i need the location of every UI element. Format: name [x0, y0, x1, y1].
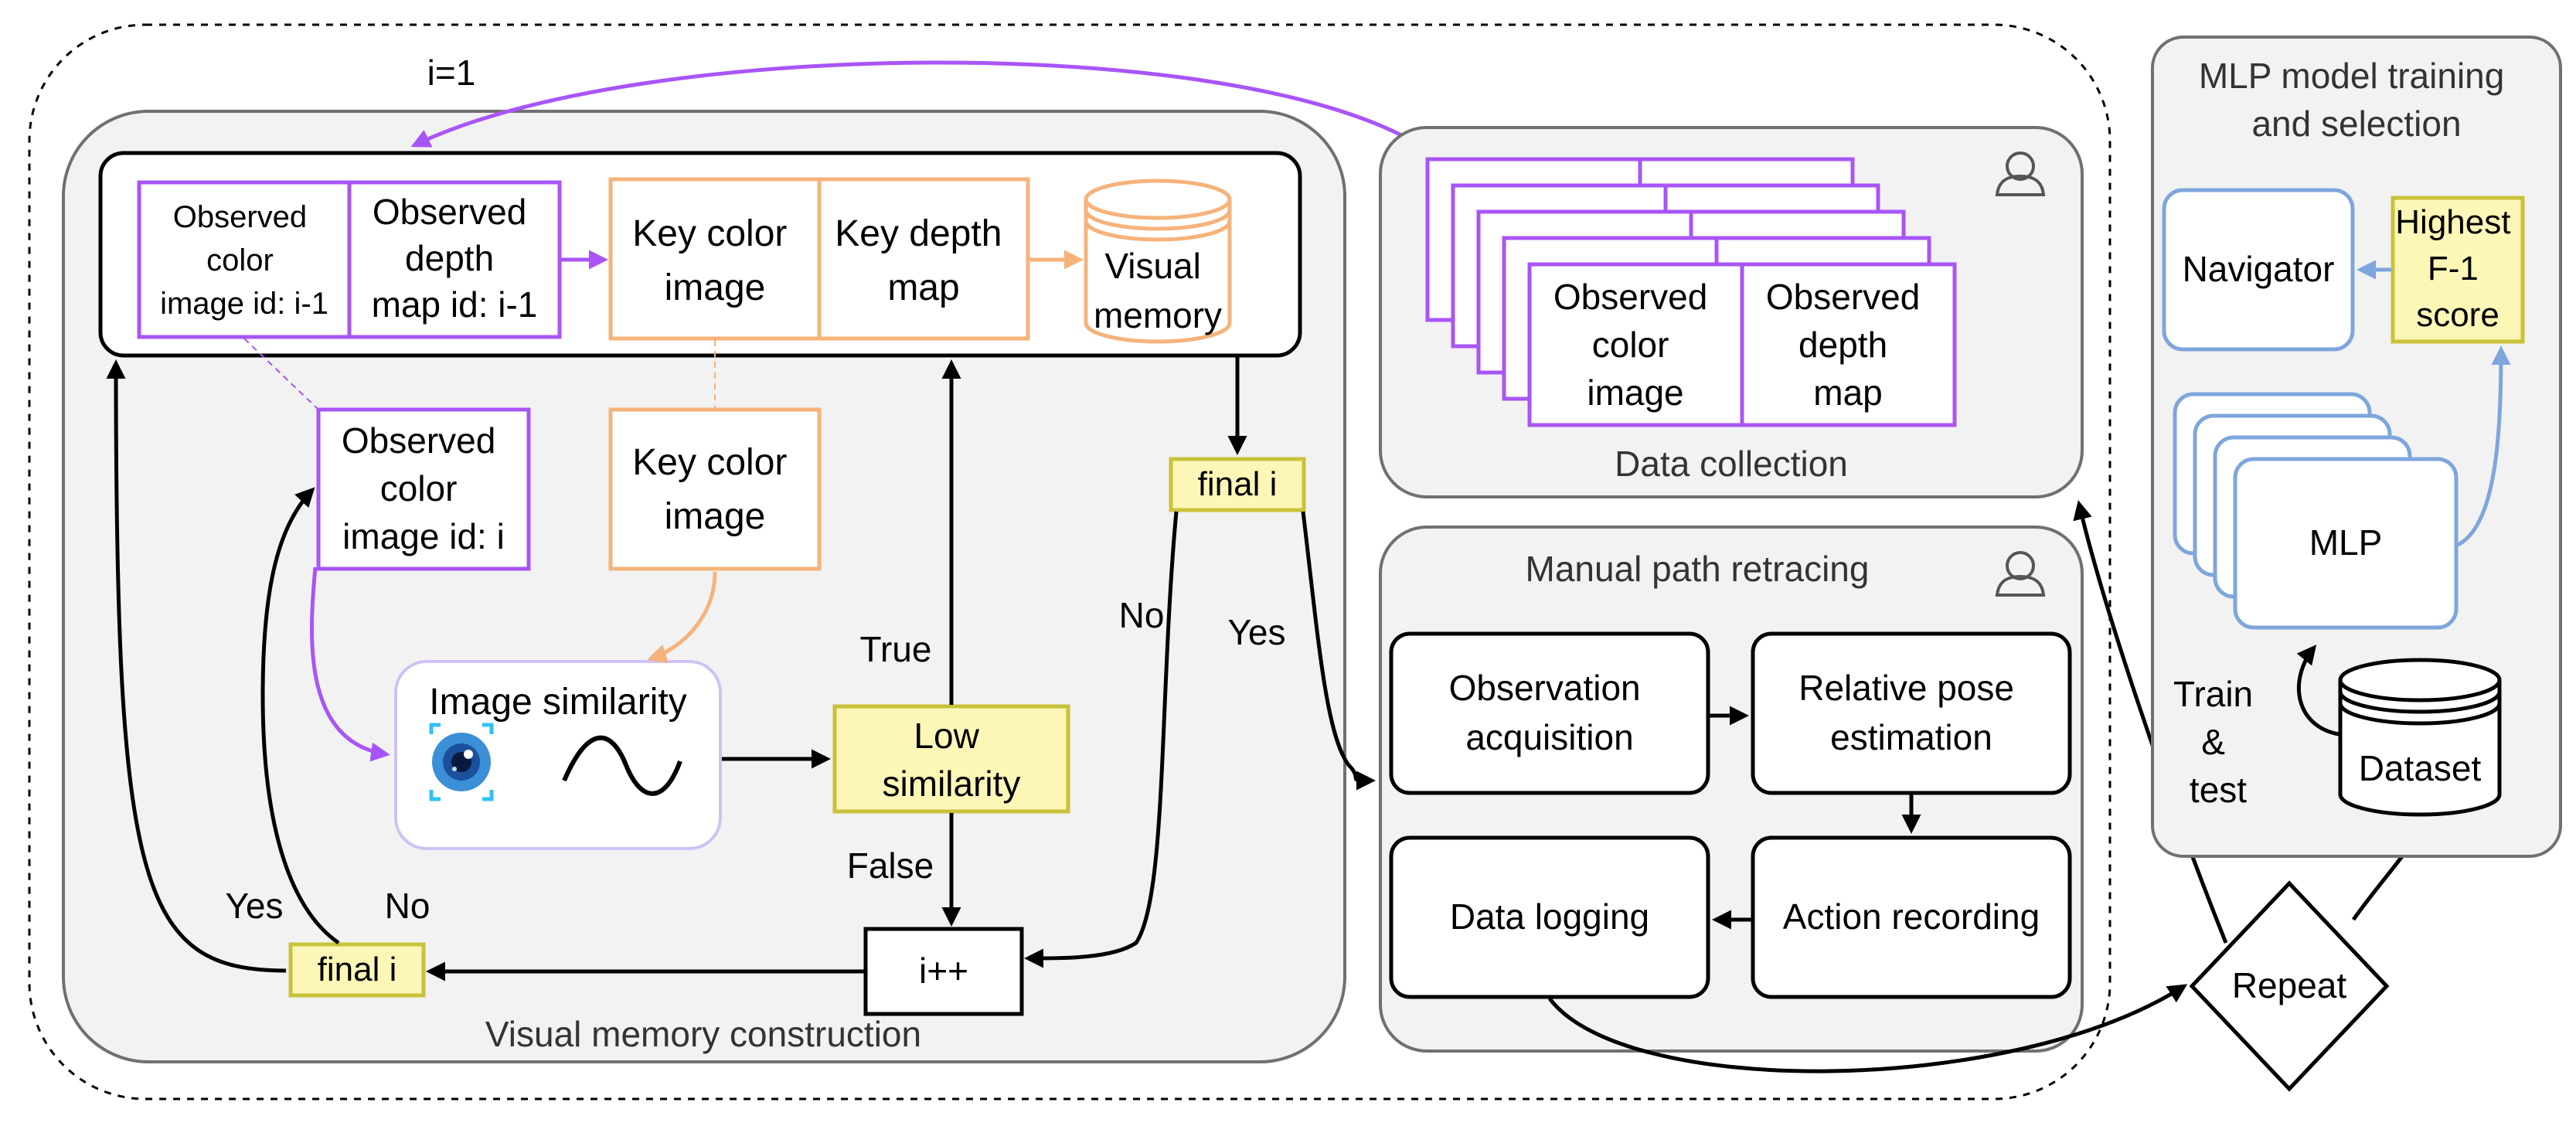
arrow-dataset-to-mlp — [2296, 645, 2339, 736]
visual-memory-label: Visual memory — [1094, 246, 1222, 335]
arrow-final-i-yes-to-top — [106, 359, 287, 973]
arrow-final-i-no-to-increment — [1024, 511, 1179, 968]
final-i-right-box — [1169, 457, 1306, 512]
label-i-equals-1: i=1 — [427, 53, 476, 93]
key-depth-box — [817, 177, 1030, 341]
action-recording-box — [1751, 835, 2072, 999]
visual-memory-construction-title: Visual memory construction — [485, 1014, 921, 1054]
dc-observed-color-label: Observed color image — [1553, 277, 1717, 413]
mlp-label: MLP — [2309, 522, 2383, 563]
data-logging-label: Data logging — [1450, 896, 1649, 937]
retracing-user-icon — [1995, 551, 2046, 597]
arrow-final-i-no-to-current — [260, 487, 340, 945]
visual-memory-cylinder: Visual memory — [1084, 179, 1232, 344]
data-collection-user-icon — [1995, 151, 2046, 196]
observed-depth-prev-label: Observed depth map id: i-1 — [372, 192, 538, 325]
data-logging-box — [1389, 835, 1710, 999]
observed-color-current-label: Observed color image id: i — [342, 420, 505, 556]
train-test-label: Train & test — [2173, 674, 2263, 810]
final-i-left-box — [288, 942, 426, 998]
dc-observed-depth-label: Observed depth map — [1766, 277, 1930, 413]
visual-memory-construction-panel: Visual memory construction Observed colo… — [62, 110, 1346, 1063]
relative-pose-label: Relative pose estimation — [1798, 668, 2024, 757]
key-color-label: Key color image — [632, 213, 797, 308]
manual-path-retracing-title: Manual path retracing — [1526, 549, 1870, 589]
highest-f1-box — [2391, 196, 2525, 344]
wave-icon — [562, 735, 682, 796]
mlp-stack-1 — [2233, 457, 2459, 630]
image-similarity-box — [394, 660, 722, 850]
increment-box — [863, 927, 1024, 1016]
key-color-second-label: Key color image — [632, 442, 797, 537]
label-no-left: No — [385, 886, 430, 926]
observation-acquisition-box — [1389, 631, 1710, 795]
low-similarity-box — [832, 704, 1070, 814]
label-yes-mid: Yes — [1227, 612, 1285, 652]
arrow-repeat-to-data-collection — [2073, 500, 2228, 944]
navigator-box — [2162, 188, 2355, 352]
repeat-label: Repeat — [2232, 965, 2347, 1005]
key-color-second-box — [608, 407, 822, 571]
label-no-mid: No — [1119, 595, 1165, 635]
data-collection-title: Data collection — [1615, 444, 1848, 484]
label-false: False — [847, 845, 934, 886]
arrow-key-color-to-similarity — [647, 571, 717, 663]
observed-depth-prev-box — [347, 180, 562, 339]
arrow-prev-color-to-similarity — [309, 566, 390, 762]
mlp-training-title: MLP model training and selection — [2199, 56, 2514, 144]
repeat-decision: Repeat — [2189, 880, 2390, 1092]
dataset-cylinder: Dataset — [2338, 658, 2502, 817]
final-i-right-label: final i — [1198, 465, 1278, 503]
image-similarity-label: Image similarity — [429, 682, 686, 723]
data-collection-panel: Data collection Observed color image Obs… — [1379, 126, 2084, 498]
observation-acquisition-label: Observation acquisition — [1449, 668, 1651, 757]
navigator-label: Navigator — [2183, 249, 2335, 289]
arrow-mlp-to-f1 — [2456, 345, 2511, 547]
action-recording-label: Action recording — [1783, 896, 2040, 937]
dataset-label: Dataset — [2359, 748, 2482, 788]
observed-color-prev-box — [137, 180, 352, 339]
observed-color-current-box — [316, 407, 531, 571]
manual-path-retracing-panel: Manual path retracing Observation acquis… — [1379, 526, 2084, 1053]
label-yes-left: Yes — [225, 886, 283, 926]
mlp-training-panel: MLP model training and selection Navigat… — [2151, 36, 2562, 858]
label-true: True — [860, 629, 932, 669]
outer-dashed-boundary — [28, 23, 2112, 1100]
arrow-i-equals-1 — [410, 60, 1424, 149]
eye-icon — [429, 723, 494, 801]
arrow-logging-to-repeat — [1547, 984, 2188, 1073]
highest-f1-label: Highest F-1 score — [2395, 203, 2520, 334]
key-color-box — [608, 177, 822, 341]
key-depth-label: Key depth map — [835, 213, 1012, 308]
arrow-final-i-yes-to-retracing — [1301, 511, 1376, 791]
final-i-left-label: final i — [318, 951, 397, 988]
increment-label: i++ — [919, 951, 968, 991]
low-similarity-label: Low similarity — [883, 716, 1021, 804]
observed-color-prev-label: Observed color image id: i-1 — [160, 200, 328, 321]
relative-pose-box — [1751, 631, 2072, 795]
